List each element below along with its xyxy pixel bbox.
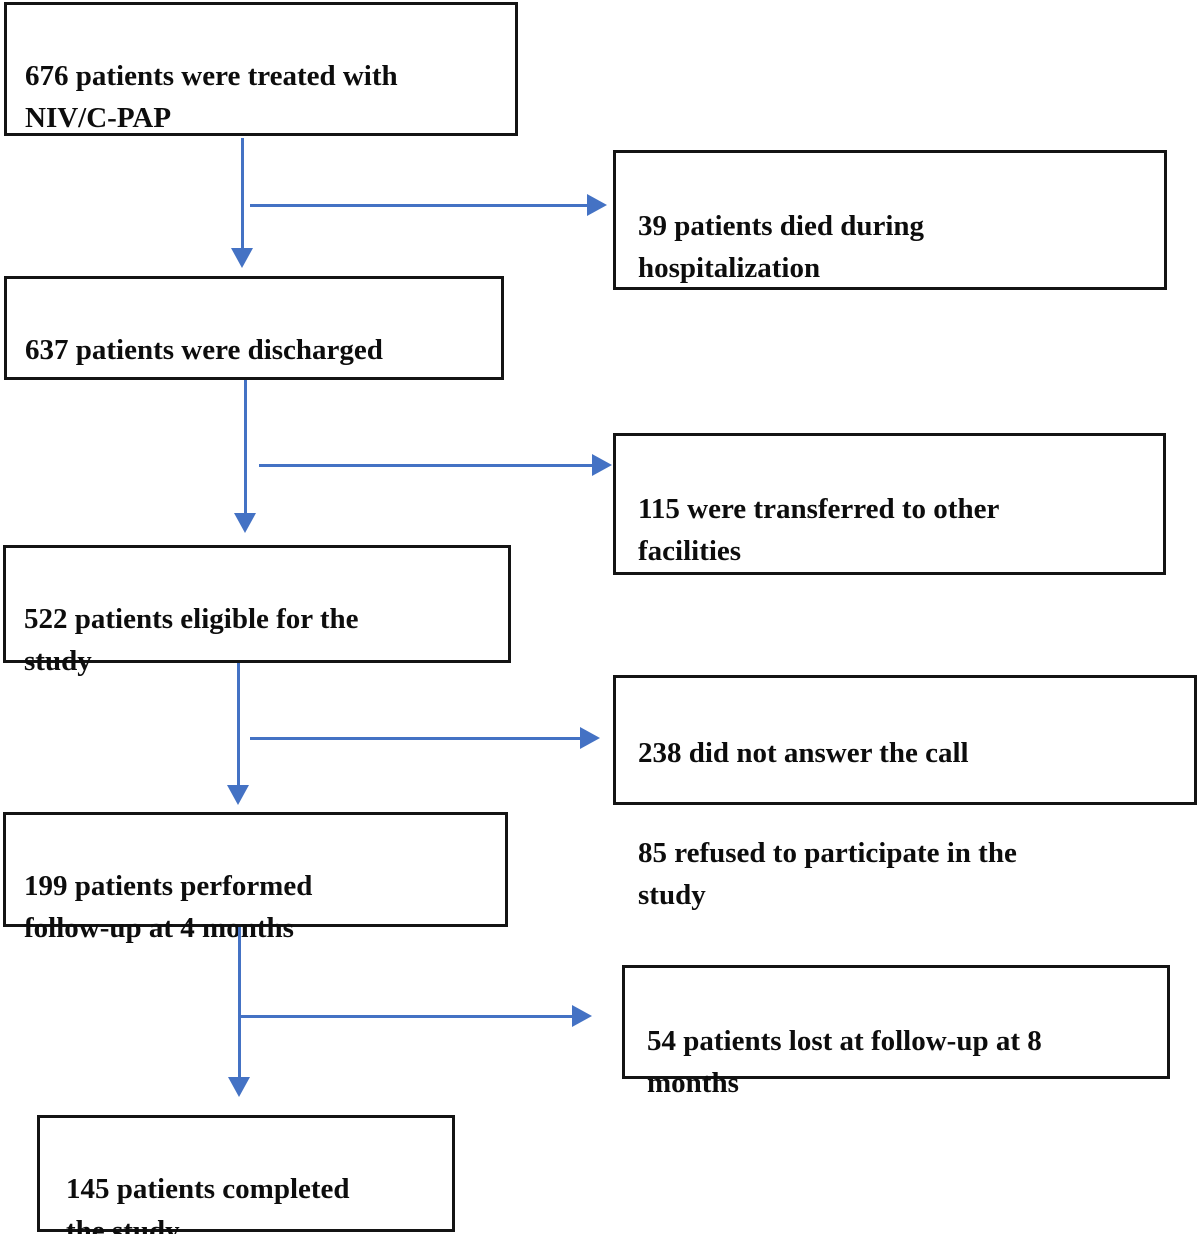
node-followup-4-months: 199 patients performed follow-up at 4 mo… <box>3 812 508 944</box>
node-discharged: 637 patients were discharged <box>4 276 504 380</box>
node-not-reached-line-2: 85 refused to participate in the study <box>638 837 1017 911</box>
node-not-reached: 238 did not answer the call 85 refused t… <box>613 675 1197 911</box>
node-treated: 676 patients were treated with NIV/C-PAP <box>4 2 518 136</box>
arrowhead-right-icon <box>580 727 600 749</box>
arrowhead-down-icon <box>228 1077 250 1097</box>
arrow-shaft <box>238 927 241 1077</box>
node-transferred-label: 115 were transferred to other facilities <box>638 493 1000 567</box>
node-not-reached-line-1: 238 did not answer the call <box>638 737 969 769</box>
arrow-shaft <box>259 464 592 467</box>
node-discharged-label: 637 patients were discharged <box>25 334 383 366</box>
node-completed: 145 patients completed the study <box>37 1115 455 1234</box>
arrowhead-down-icon <box>231 248 253 268</box>
node-died-label: 39 patients died during hospitalization <box>638 210 925 284</box>
node-eligible-label: 522 patients eligible for the study <box>24 603 359 677</box>
arrowhead-down-icon <box>234 513 256 533</box>
arrowhead-down-icon <box>227 785 249 805</box>
node-transferred: 115 were transferred to other facilities <box>613 433 1166 575</box>
node-completed-label: 145 patients completed the study <box>66 1173 350 1234</box>
node-died: 39 patients died during hospitalization <box>613 150 1167 290</box>
node-followup-4-months-label: 199 patients performed follow-up at 4 mo… <box>24 870 313 944</box>
arrowhead-right-icon <box>572 1005 592 1027</box>
arrowhead-right-icon <box>592 454 612 476</box>
node-lost-8-months: 54 patients lost at follow-up at 8 month… <box>622 965 1170 1099</box>
node-eligible: 522 patients eligible for the study <box>3 545 511 677</box>
node-lost-8-months-label: 54 patients lost at follow-up at 8 month… <box>647 1025 1042 1099</box>
arrow-shaft <box>250 204 587 207</box>
arrow-shaft <box>239 1015 572 1018</box>
node-treated-label: 676 patients were treated with NIV/C-PAP <box>25 60 398 134</box>
arrow-shaft <box>241 138 244 250</box>
arrow-shaft <box>250 737 580 740</box>
arrow-shaft <box>244 380 247 513</box>
arrowhead-right-icon <box>587 194 607 216</box>
arrow-shaft <box>237 663 240 785</box>
